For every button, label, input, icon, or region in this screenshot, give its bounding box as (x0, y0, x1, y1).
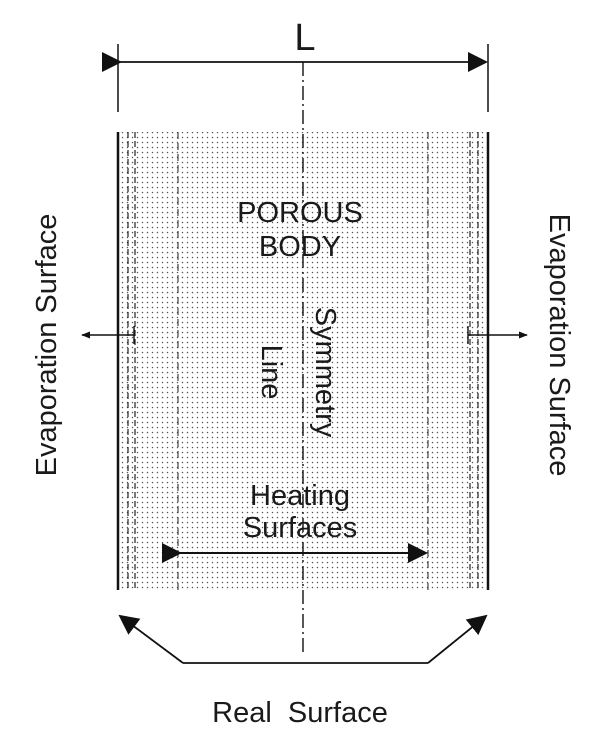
real-surface-arrow-right (427, 614, 488, 664)
dimension-label: L (294, 17, 315, 59)
heating-surfaces-label-line1: Heating (250, 480, 350, 512)
right-evaporation-label: Evaporation Surface (543, 214, 575, 477)
porous-body-label-line2: BODY (259, 231, 341, 263)
heating-surfaces-label-line2: Surfaces (243, 512, 357, 544)
symmetry-label: Symmetry (309, 307, 341, 438)
porous-body-label-line1: POROUS (237, 197, 363, 229)
real-surface-arrow-left (118, 614, 184, 664)
line-label: Line (255, 345, 287, 400)
real-surface-label: Real Surface (212, 697, 388, 729)
left-evaporation-label: Evaporation Surface (31, 214, 63, 477)
